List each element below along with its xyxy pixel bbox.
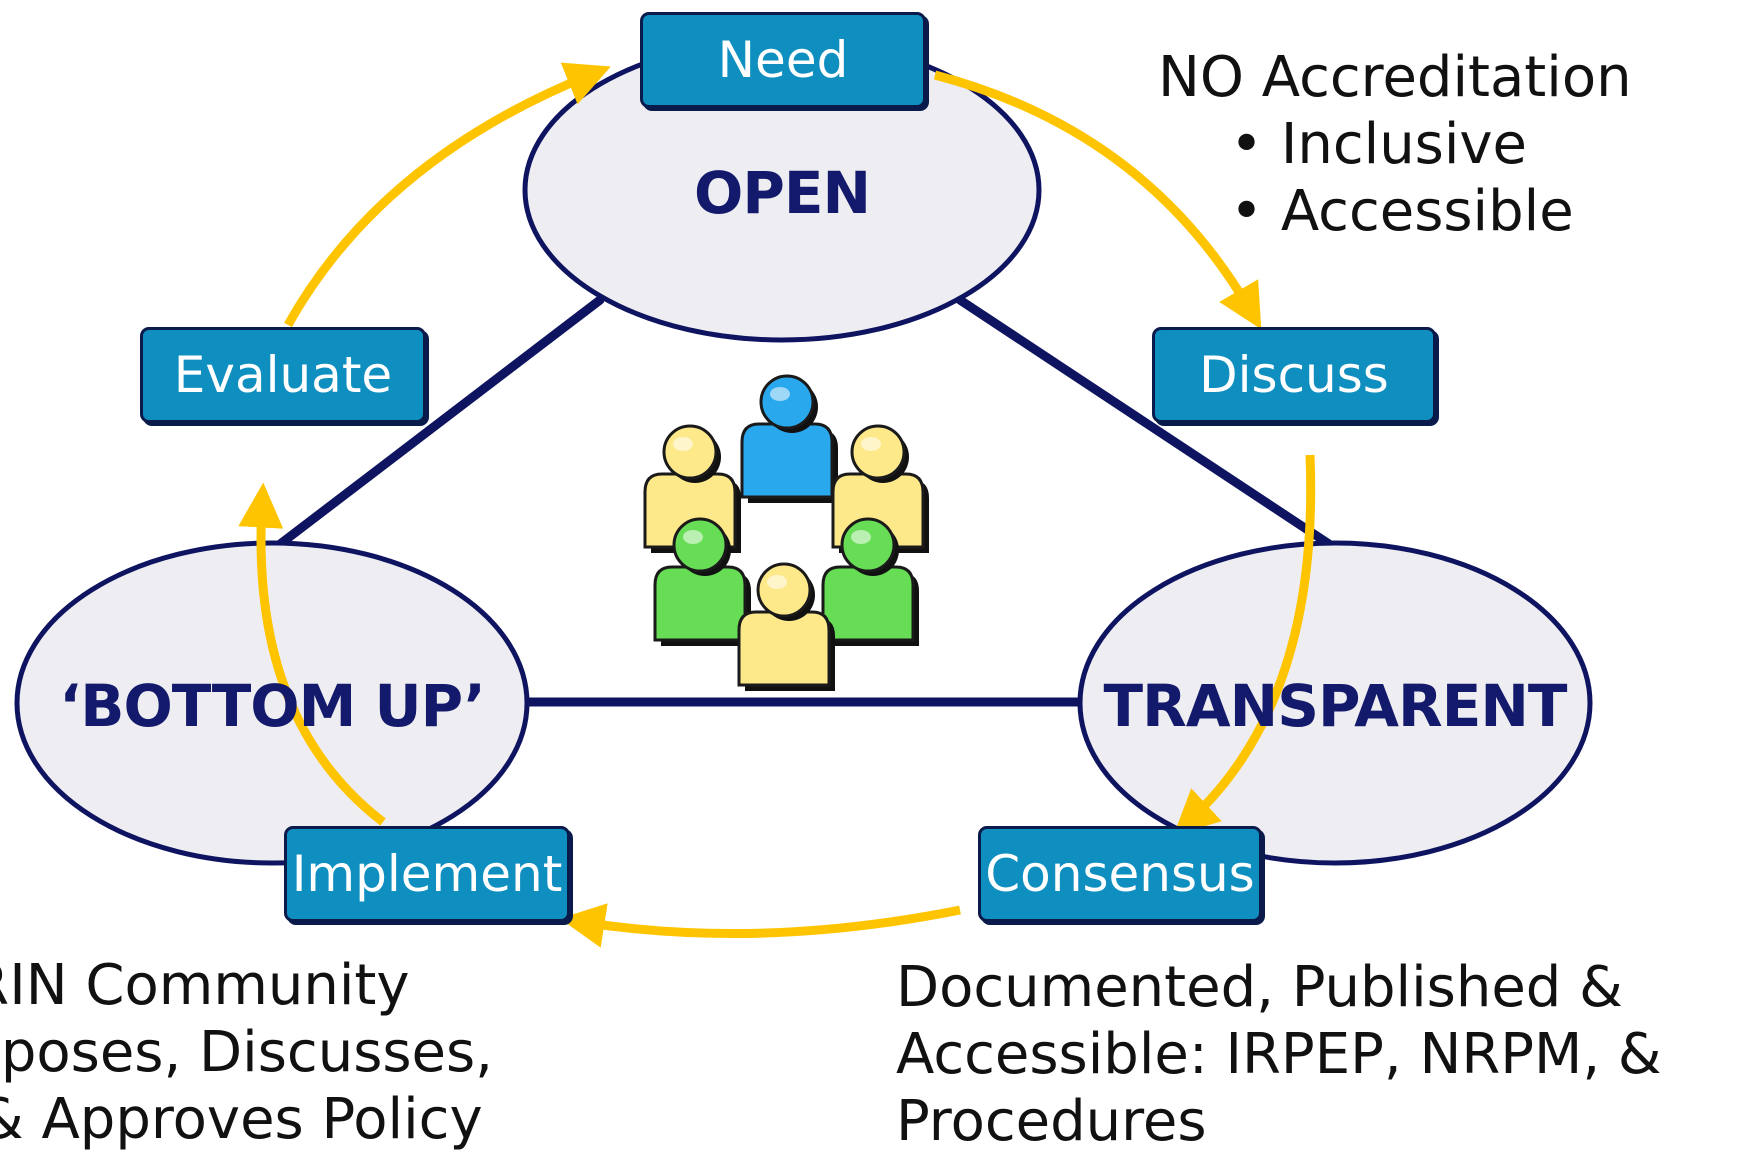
arrow-evaluate-to-need [284, 62, 611, 328]
need-step: Need [640, 12, 926, 108]
arrow-discuss-to-consensus [1173, 454, 1316, 836]
arrow-implement-to-evaluate [238, 482, 386, 826]
open-note-heading: NO Accreditation [1158, 45, 1632, 110]
consensus-step: Consensus [978, 826, 1262, 922]
connector-open-bottomup [270, 295, 605, 553]
bottom-up-oval [14, 540, 530, 866]
person-figure [821, 517, 919, 646]
open-label: OPEN [694, 159, 871, 227]
bottom-up-note: ARIN Community Proposes, Discusses, & Ap… [0, 952, 493, 1152]
implement-step: Implement [284, 826, 570, 922]
open-note-bullet: • Inclusive [1230, 112, 1528, 177]
transparent-label: TRANSPARENT [1103, 672, 1568, 740]
connector-open-transparent [955, 295, 1340, 553]
transparent-note: Documented, Published & Accessible: IRPE… [896, 954, 1662, 1152]
arrow-need-to-discuss [933, 70, 1262, 330]
transparent-oval [1077, 540, 1593, 866]
bottom-up-note-line: ARIN Community [0, 953, 410, 1018]
cycle-arrows [238, 62, 1316, 948]
evaluate-step: Evaluate [140, 327, 426, 423]
person-figure [737, 562, 835, 691]
bottom-up-label: ‘BOTTOM UP’ [59, 672, 485, 740]
transparent-note-line: Accessible: IRPEP, NRPM, & [896, 1022, 1662, 1087]
open-note-bullet: • Accessible [1230, 179, 1574, 244]
person-figure [740, 374, 838, 503]
bottom-up-note-line: Proposes, Discusses, [0, 1020, 493, 1085]
discuss-step: Discuss [1152, 327, 1436, 423]
transparent-note-line: Procedures [896, 1089, 1207, 1152]
bottom-up-note-line: & Approves Policy [0, 1087, 483, 1152]
person-figure [653, 517, 751, 646]
transparent-note-line: Documented, Published & [896, 955, 1623, 1020]
arrow-consensus-to-implement [559, 903, 961, 948]
people-group-icon [643, 374, 929, 691]
open-note: NO Accreditation • Inclusive • Accessibl… [1158, 44, 1632, 245]
triangle-connectors [270, 295, 1340, 707]
